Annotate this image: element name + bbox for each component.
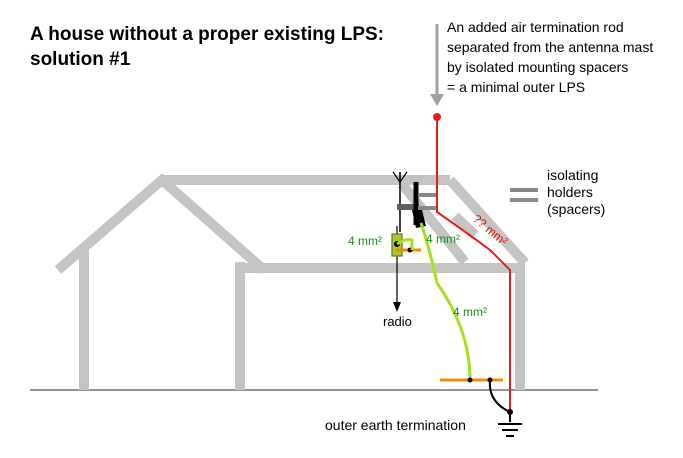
title-line-2: solution #1 [30, 49, 131, 70]
bond-point-ground-left [467, 377, 473, 383]
house-outline [54, 173, 529, 390]
radio-label: radio [383, 314, 412, 329]
legend-line-2: holders [547, 184, 593, 200]
earth-label: outer earth termination [325, 417, 466, 433]
legend-line-3: (spacers) [547, 201, 605, 217]
ground-symbol-icon [498, 412, 522, 437]
earth-cable [488, 379, 511, 413]
note-line-4: = a minimal outer LPS [447, 79, 585, 95]
antenna-mast [392, 171, 426, 232]
isolating-holders [418, 193, 438, 210]
earth-conductors [396, 222, 472, 381]
conductor-right-label: 4 mm² [426, 232, 460, 246]
conductor-left-label: 4 mm² [348, 234, 382, 248]
legend-holder-symbol [510, 188, 538, 202]
surge-protector-icon [391, 233, 403, 257]
note-line-3: by isolated mounting spacers [447, 59, 628, 75]
title-line-1: A house without a proper existing LPS: [30, 24, 384, 45]
legend-line-1: isolating [547, 167, 598, 183]
note-arrow [430, 24, 444, 106]
conductor-long-label: 4 mm² [453, 305, 487, 319]
note-line-2: separated from the antenna mast [447, 39, 653, 55]
note-line-1: An added air termination rod [447, 19, 624, 35]
air-termination-rod [433, 113, 511, 412]
roof-inner-slope [398, 180, 469, 266]
